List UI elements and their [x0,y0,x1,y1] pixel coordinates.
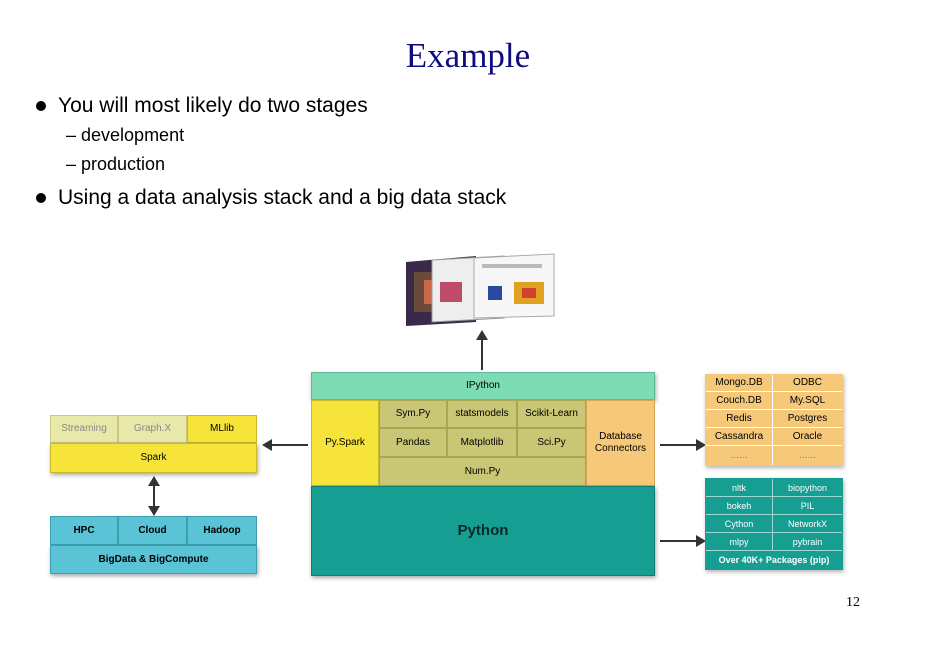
sub-bullet-development: – development [66,125,185,145]
scikit-learn-box: Scikit-Learn [517,400,586,428]
ipython-box: IPython [311,372,655,400]
matplotlib-box: Matplotlib [447,428,517,457]
arrow-spark-bigdata [148,476,160,516]
notebook-screenshots-image [406,253,555,326]
bullet-1-text: You will most likely do two stages [58,94,368,117]
db-cell: Oracle [773,428,842,446]
packages-footer: Over 40K+ Packages (pip) [718,555,830,565]
slide-title: Example [405,36,531,75]
db-cell: My.SQL [773,392,842,410]
db-cell: ...... [799,449,816,461]
bigdata-bigcompute-box: BigData & BigCompute [50,545,257,574]
packages-panel [705,478,843,570]
bullet-dot-icon [36,101,46,111]
package-cell: NetworkX [773,515,842,533]
databases-panel [705,374,843,466]
db-cell: Redis [706,410,773,428]
package-cell: Cython [706,515,773,533]
package-cell: bokeh [706,497,773,515]
package-cell: biopython [773,479,842,497]
sympy-box: Sym.Py [379,400,447,428]
hpc-box: HPC [50,516,118,545]
db-cell: ODBC [773,375,842,392]
pyspark-box: Py.Spark [311,400,379,486]
db-cell: Mongo.DB [706,375,773,392]
arrow-right-to-packages [660,535,706,547]
cloud-box: Cloud [118,516,187,545]
sub-bullet-production: – production [66,154,166,174]
page-number: 12 [846,595,860,610]
bullet-2-text: Using a data analysis stack and a big da… [58,186,507,209]
mllib-box: MLlib [187,415,257,443]
spark-box: Spark [50,443,257,473]
graphx-box: Graph.X [118,415,187,443]
database-connectors-box: Database Connectors [586,400,655,486]
arrow-up-to-ipython [476,330,488,370]
scipy-box: Sci.Py [517,428,586,457]
package-cell: PIL [773,497,842,515]
db-cell: ...... [706,446,773,465]
package-cell: nltk [706,479,773,497]
streaming-box: Streaming [50,415,118,443]
arrow-right-to-databases [660,439,706,451]
bullet-dot-icon [36,193,46,203]
statsmodels-box: statsmodels [447,400,517,428]
python-box: Python [311,486,655,576]
arrow-left-to-spark [262,439,308,451]
pandas-box: Pandas [379,428,447,457]
package-cell: pybrain [773,533,842,551]
package-cell: mlpy [706,533,773,551]
db-cell: Cassandra [706,428,773,446]
numpy-box: Num.Py [379,457,586,486]
hadoop-box: Hadoop [187,516,257,545]
db-cell: Couch.DB [706,392,773,410]
db-cell: Postgres [773,410,842,428]
